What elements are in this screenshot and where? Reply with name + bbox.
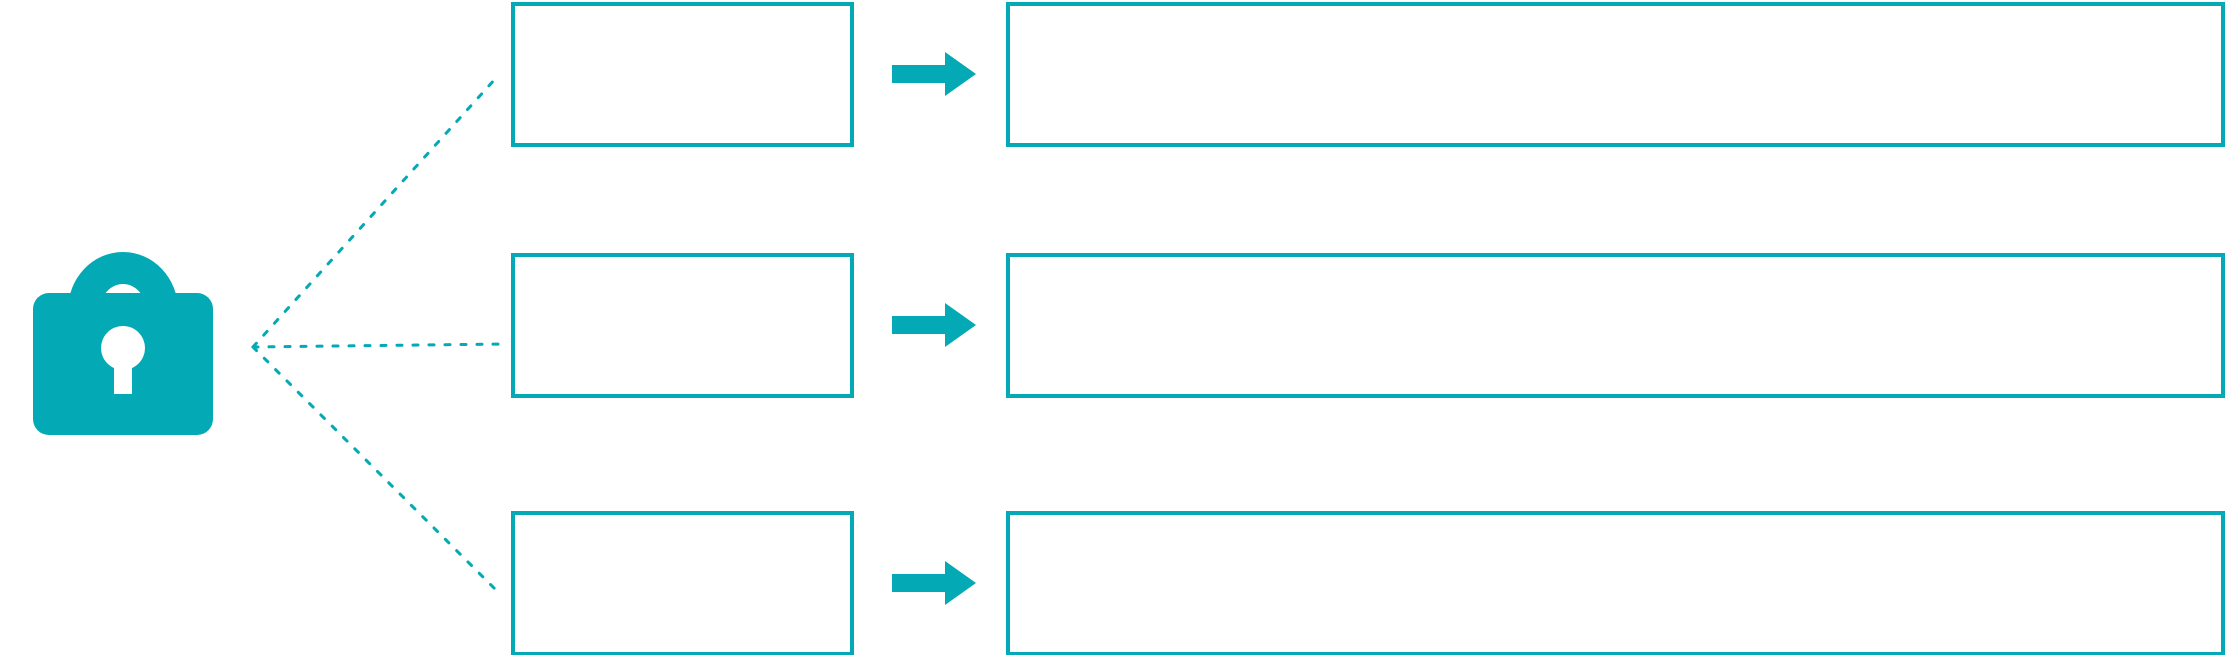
diagram-row (0, 511, 2229, 655)
diagram-row (0, 2, 2229, 147)
right-arrow-icon-3 (892, 561, 976, 605)
stage-box-small-1-label (515, 6, 850, 26)
stage-box-large-1[interactable] (1006, 2, 2225, 147)
stage-box-small-2[interactable] (511, 253, 854, 398)
stage-box-large-2-label (1010, 257, 2221, 277)
stage-box-large-2[interactable] (1006, 253, 2225, 398)
stage-box-large-3[interactable] (1006, 511, 2225, 655)
stage-box-small-1[interactable] (511, 2, 854, 147)
stage-box-large-3-label (1010, 515, 2221, 535)
stage-box-large-1-label (1010, 6, 2221, 26)
stage-box-small-3-label (515, 515, 850, 535)
stage-box-small-3[interactable] (511, 511, 854, 655)
lock-icon (28, 150, 218, 440)
right-arrow-icon-2 (892, 303, 976, 347)
stage-box-small-2-label (515, 257, 850, 277)
diagram-row (0, 253, 2229, 398)
right-arrow-icon-1 (892, 52, 976, 96)
